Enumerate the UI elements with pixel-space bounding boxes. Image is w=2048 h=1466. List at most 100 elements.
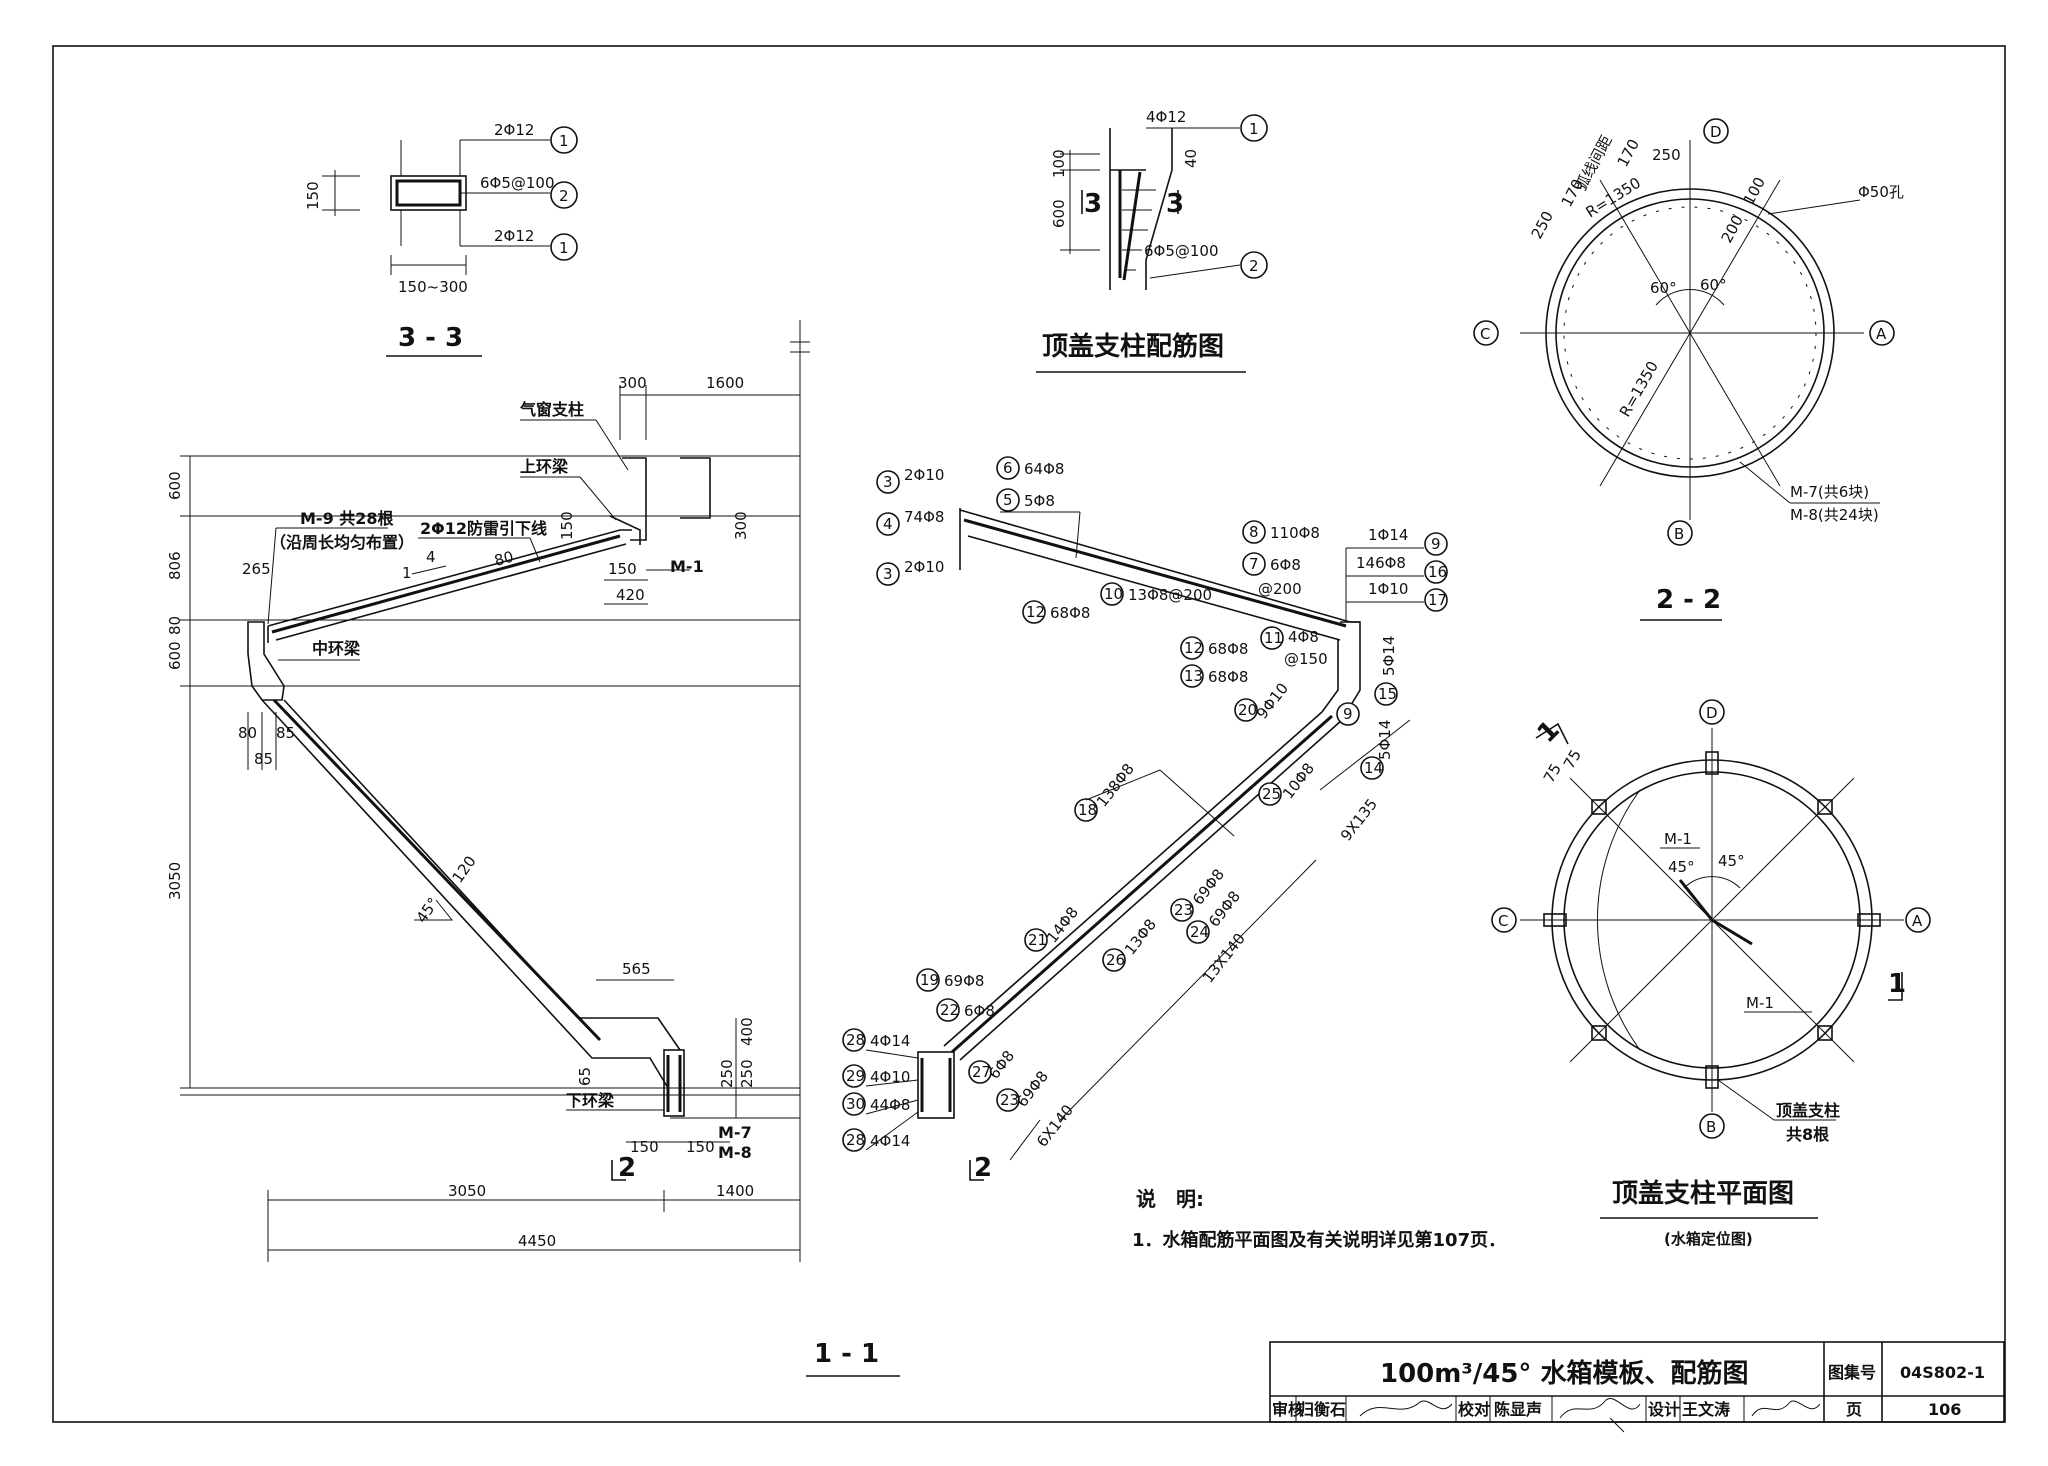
svg-text:68Φ8: 68Φ8 — [1050, 604, 1090, 622]
marker-2: 2 — [559, 187, 569, 205]
stirrup-label: 6Φ5@100 — [480, 174, 555, 192]
section-mark-2: 2 — [618, 1153, 636, 1183]
d265: 265 — [242, 560, 271, 578]
embed-note-m8: M-8(共24块) — [1790, 506, 1879, 524]
svg-text:25: 25 — [1262, 785, 1281, 803]
rebar-spacing-150: @150 — [1284, 650, 1328, 668]
section-3-3: 2Φ12 6Φ5@100 2Φ12 1 2 1 150 150~300 3 - … — [304, 121, 578, 357]
svg-text:2Φ10: 2Φ10 — [904, 558, 944, 576]
review-label: 审核 — [1272, 1400, 1304, 1419]
svg-text:68Φ8: 68Φ8 — [1208, 640, 1248, 658]
checker: 陈显声 — [1494, 1400, 1542, 1419]
middle-ring-label: 中环梁 — [312, 639, 361, 658]
designer-signature — [1751, 1400, 1821, 1417]
svg-text:68Φ8: 68Φ8 — [1208, 668, 1248, 686]
notes-heading: 说 明: — [1136, 1187, 1204, 1211]
slope-one: 1 — [402, 564, 412, 582]
svg-text:3: 3 — [883, 565, 893, 583]
svg-text:4: 4 — [883, 515, 893, 533]
svg-text:69Φ8: 69Φ8 — [944, 972, 984, 990]
svg-text:9: 9 — [1431, 535, 1441, 553]
svg-text:138Φ8: 138Φ8 — [1093, 760, 1138, 810]
pillar-stirrup: 6Φ5@100 — [1144, 242, 1219, 260]
dim-6x140: 6X140 — [1033, 1101, 1077, 1150]
svg-text:14Φ8: 14Φ8 — [1043, 904, 1082, 947]
page-no: 106 — [1928, 1400, 1961, 1419]
v600b: 600 — [166, 641, 184, 670]
pillar-rebar-title: 顶盖支柱配筋图 — [1042, 331, 1224, 362]
svg-text:69Φ8: 69Φ8 — [1013, 1068, 1052, 1111]
svg-text:2Φ10: 2Φ10 — [904, 466, 944, 484]
plan-angle-right: 45° — [1718, 852, 1745, 870]
marker-1: 1 — [559, 132, 569, 150]
pillar-plan-subtitle: (水箱定位图) — [1664, 1230, 1753, 1248]
h1400: 1400 — [716, 1182, 754, 1200]
svg-text:4Φ14: 4Φ14 — [870, 1132, 910, 1150]
pillar-top-bar: 4Φ12 — [1146, 108, 1186, 126]
d150: 150 — [558, 511, 576, 540]
upper-ring-label: 上环梁 — [520, 457, 569, 476]
beam-stirrup — [395, 179, 462, 207]
checker-signature — [1559, 1398, 1641, 1433]
pillar-marker-2: 2 — [1249, 257, 1259, 275]
svg-text:24: 24 — [1190, 923, 1209, 941]
section-2-2-title: 2 - 2 — [1656, 585, 1721, 615]
svg-text:20: 20 — [1238, 701, 1257, 719]
axis-a: A — [1876, 325, 1887, 343]
section-1-1: 600 806 80 600 3050 300 1600 300 150 265… — [166, 320, 900, 1377]
svg-text:15: 15 — [1378, 685, 1397, 703]
dim-height: 150 — [304, 181, 322, 210]
dim-250a: 250 — [1528, 208, 1557, 242]
notes-line-1: 1．水箱配筋平面图及有关说明详见第107页． — [1132, 1229, 1506, 1251]
svg-text:22: 22 — [940, 1001, 959, 1019]
svg-text:13: 13 — [1184, 667, 1203, 685]
axis-b: B — [1674, 525, 1684, 543]
reviewer-signature — [1359, 1400, 1453, 1417]
thick-top: 80 — [492, 548, 515, 570]
pillar-plan-title: 顶盖支柱平面图 — [1612, 1178, 1794, 1209]
m9-note: （沿周长均匀布置） — [270, 533, 414, 552]
svg-text:146Φ8: 146Φ8 — [1356, 554, 1406, 572]
svg-text:9: 9 — [1343, 705, 1353, 723]
v806: 806 — [166, 551, 184, 580]
svg-text:28: 28 — [846, 1031, 865, 1049]
svg-text:3: 3 — [883, 473, 893, 491]
check-label: 校对 — [1458, 1400, 1490, 1419]
plan-m1-bottom: M-1 — [1746, 994, 1774, 1012]
plan-angle-left: 45° — [1668, 858, 1695, 876]
svg-text:29: 29 — [846, 1067, 865, 1085]
plan-axis-d: D — [1706, 704, 1718, 722]
svg-text:4Φ14: 4Φ14 — [870, 1032, 910, 1050]
bottom-bar-label: 2Φ12 — [494, 227, 534, 245]
svg-text:19: 19 — [920, 971, 939, 989]
svg-text:5Φ14: 5Φ14 — [1380, 636, 1398, 676]
d85a: 85 — [276, 724, 295, 742]
h4450: 4450 — [518, 1232, 556, 1250]
rebar-section-mark: 2 — [974, 1153, 992, 1183]
svg-text:1Φ10: 1Φ10 — [1368, 580, 1408, 598]
svg-text:6: 6 — [1003, 459, 1013, 477]
radius-bottom: R=1350 — [1616, 358, 1662, 420]
pillar-section-mark-right: 3 — [1166, 189, 1184, 219]
plan-axis-a: A — [1912, 912, 1923, 930]
plan-m1-top: M-1 — [1664, 830, 1692, 848]
plan-dim-75b: 75 — [1560, 746, 1585, 772]
pillar-rebar-detail: 4Φ12 6Φ5@100 1 2 100 600 40 3 3 顶盖支柱配筋图 — [1036, 108, 1268, 373]
angle-60-right: 60° — [1700, 276, 1727, 294]
h3050: 3050 — [448, 1182, 486, 1200]
d420: 420 — [616, 586, 645, 604]
dim-9x135: 9X135 — [1337, 795, 1381, 844]
embed-note-m7: M-7(共6块) — [1790, 483, 1869, 501]
marker-1b: 1 — [559, 239, 569, 257]
